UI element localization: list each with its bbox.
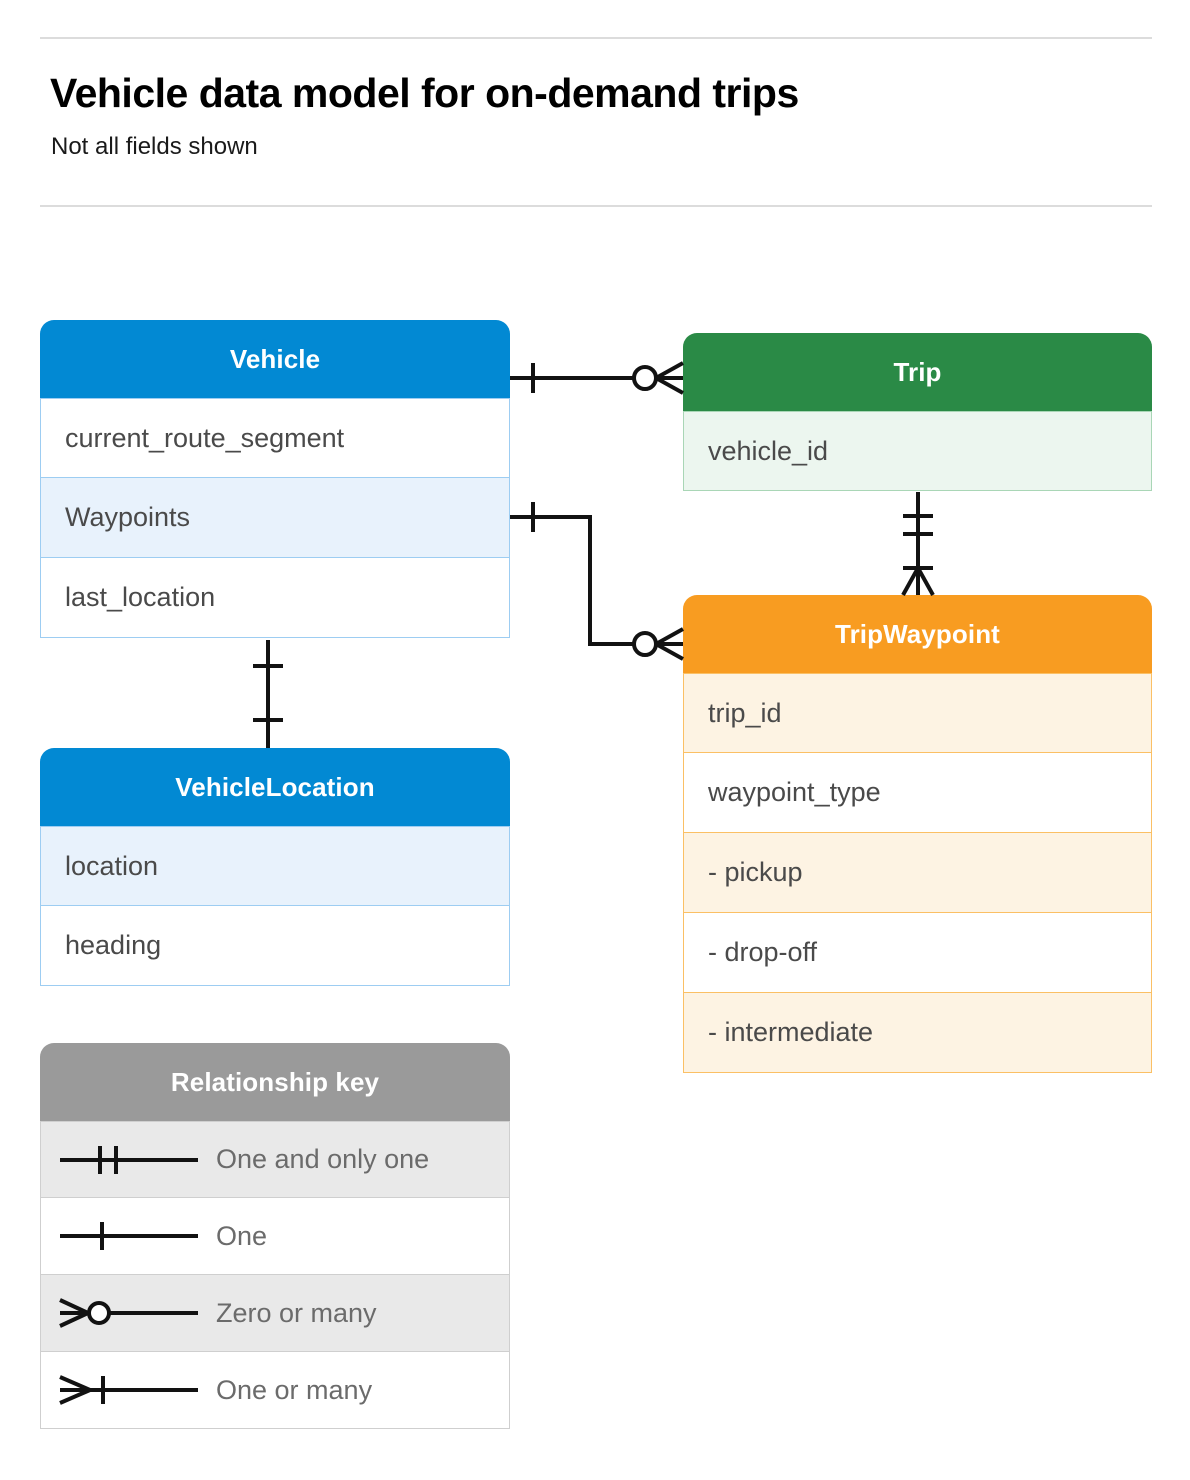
entity-trip-waypoint-title: TripWaypoint — [683, 595, 1152, 673]
legend-label-one-or-many: One or many — [216, 1374, 373, 1405]
legend-label-one-and-only-one: One and only one — [216, 1144, 430, 1174]
one-and-only-one-icon — [41, 1140, 216, 1180]
field-row-waypoint-type-intermediate[interactable]: - intermediate — [683, 993, 1152, 1073]
field-row-waypoint-type-pickup[interactable]: - pickup — [683, 833, 1152, 913]
entity-trip[interactable]: Trip vehicle_id — [683, 333, 1152, 491]
zero-or-many-icon — [41, 1293, 216, 1333]
entity-trip-title: Trip — [683, 333, 1152, 411]
relationship-key-legend: Relationship key One and only one One — [40, 1043, 510, 1429]
entity-vehicle-location-title: VehicleLocation — [40, 748, 510, 826]
connector-vehicle-vehiclelocation — [253, 640, 283, 748]
connector-waypoints-tripwaypoint — [510, 502, 684, 661]
header-divider — [40, 205, 1152, 207]
page-subtitle: Not all fields shown — [51, 133, 258, 160]
legend-row-one-and-only-one: One and only one — [40, 1121, 510, 1198]
one-or-many-icon — [41, 1370, 216, 1410]
page-title: Vehicle data model for on-demand trips — [50, 70, 799, 116]
field-row-vehicle-id[interactable]: vehicle_id — [683, 411, 1152, 491]
connector-vehicle-trip — [510, 361, 684, 395]
legend-label-zero-or-many: Zero or many — [216, 1297, 377, 1328]
top-divider — [40, 37, 1152, 39]
field-row-heading[interactable]: heading — [40, 906, 510, 986]
legend-title: Relationship key — [40, 1043, 510, 1121]
legend-row-one: One — [40, 1198, 510, 1275]
entity-vehicle[interactable]: Vehicle current_route_segment Waypoints … — [40, 320, 510, 638]
one-icon — [41, 1216, 216, 1256]
field-row-waypoint-type-dropoff[interactable]: - drop-off — [683, 913, 1152, 993]
entity-trip-waypoint[interactable]: TripWaypoint trip_id waypoint_type - pic… — [683, 595, 1152, 1073]
field-row-current-route-segment[interactable]: current_route_segment — [40, 398, 510, 478]
field-row-waypoints[interactable]: Waypoints — [40, 478, 510, 558]
field-row-waypoint-type[interactable]: waypoint_type — [683, 753, 1152, 833]
field-row-trip-id[interactable]: trip_id — [683, 673, 1152, 753]
entity-vehicle-title: Vehicle — [40, 320, 510, 398]
connector-trip-tripwaypoint — [901, 492, 935, 596]
field-row-location[interactable]: location — [40, 826, 510, 906]
legend-row-one-or-many: One or many — [40, 1352, 510, 1429]
legend-row-zero-or-many: Zero or many — [40, 1275, 510, 1352]
field-row-last-location[interactable]: last_location — [40, 558, 510, 638]
entity-vehicle-location[interactable]: VehicleLocation location heading — [40, 748, 510, 986]
legend-label-one: One — [216, 1220, 268, 1251]
